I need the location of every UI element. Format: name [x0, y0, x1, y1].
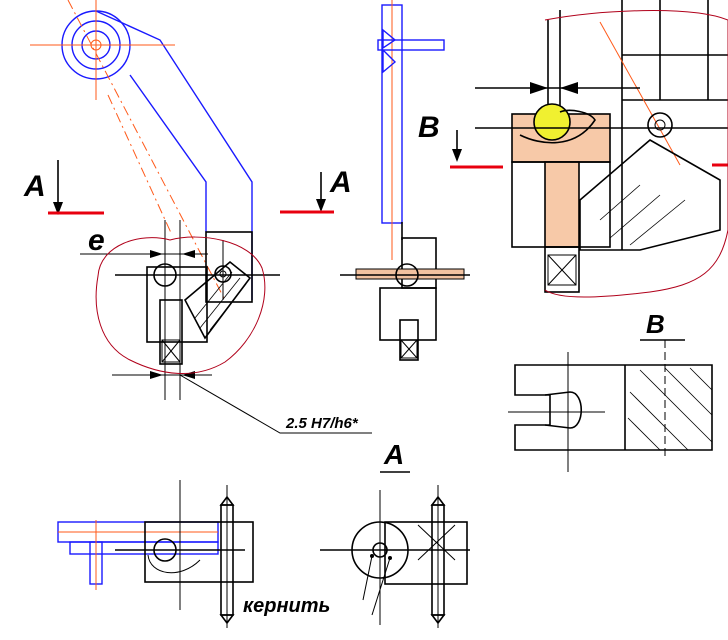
view-b-hatch [627, 367, 713, 451]
punch-note: кернить [243, 595, 330, 617]
bottom-block [144, 521, 254, 583]
lever-arm-outer [95, 10, 253, 300]
section-a-left-label: A [23, 170, 46, 203]
side-foot [401, 237, 437, 289]
side-stem [399, 319, 419, 361]
clamp-stem [159, 299, 183, 365]
arm-centerline-2 [107, 94, 173, 236]
lever-main-view: e 2.5 H7/h6* [30, 0, 372, 434]
view-a: A кернить [243, 439, 470, 628]
section-mark-a-right: A [280, 166, 352, 214]
view-b-title: B [646, 309, 665, 339]
side-block [379, 287, 437, 341]
lever-arm-inner [129, 74, 207, 232]
detail-highlight-left [95, 236, 266, 375]
detail-stem [544, 161, 580, 248]
detail-ball [533, 103, 571, 141]
section-b-label: B [418, 111, 440, 144]
side-cross-pin [355, 268, 465, 280]
dimension-e-label: e [88, 224, 105, 257]
section-mark-a-left: A [23, 160, 104, 215]
view-b: B [508, 309, 713, 472]
detail-pin [647, 112, 673, 138]
section-mark-b: B [418, 111, 503, 169]
view-b-outline [514, 364, 713, 451]
bottom-left-view [57, 480, 254, 628]
arm-centerline [67, 0, 226, 301]
clamp-block [146, 266, 208, 343]
view-a-title: A [383, 439, 404, 470]
side-hub-pin [377, 39, 445, 51]
view-b-notch [544, 391, 582, 429]
side-view [340, 0, 470, 361]
section-a-right-label: A [329, 166, 352, 199]
fit-leader [179, 374, 372, 434]
detail-diag-centerline [599, 21, 681, 166]
detail-highlight-right [544, 10, 728, 298]
wedge-section [183, 260, 252, 340]
zoomed-detail [475, 0, 728, 298]
fit-note: 2.5 H7/h6* [285, 415, 359, 432]
view-a-block [384, 521, 468, 585]
detail-wedge [579, 139, 721, 251]
